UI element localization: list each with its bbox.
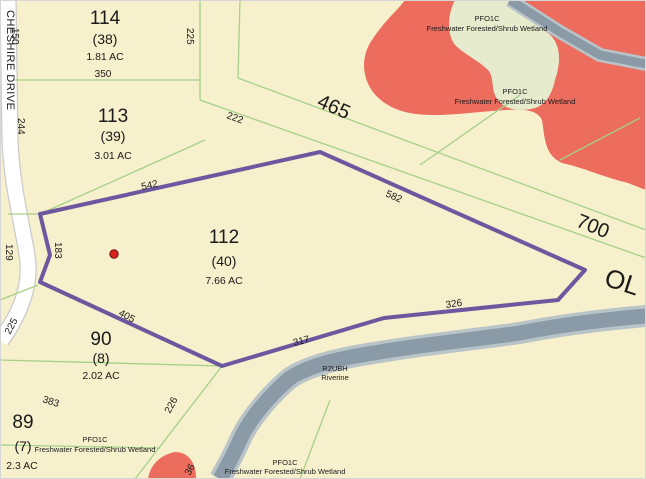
svg-text:Freshwater Forested/Shrub Wetl: Freshwater Forested/Shrub Wetland (427, 24, 548, 33)
svg-text:183: 183 (52, 242, 63, 259)
svg-text:350: 350 (95, 69, 112, 80)
lot-113: 113 (39) 3.01 AC (94, 106, 132, 162)
svg-text:1.81 AC: 1.81 AC (86, 51, 124, 63)
svg-text:PFO1C: PFO1C (502, 87, 528, 96)
svg-text:36: 36 (183, 462, 198, 477)
street-left-edge-b (7, 0, 37, 346)
lot-89: 89 (7) 2.3 AC (6, 412, 38, 472)
svg-text:150: 150 (9, 28, 20, 45)
lot-90: 90 (8) 2.02 AC (82, 329, 120, 382)
street-left-edge-a (0, 0, 21, 328)
svg-text:89: 89 (12, 412, 33, 433)
svg-text:326: 326 (445, 298, 463, 311)
svg-text:129: 129 (3, 244, 14, 261)
svg-text:PFO1C: PFO1C (272, 458, 298, 467)
svg-text:112: 112 (209, 227, 239, 248)
svg-text:Freshwater Forested/Shrub Wetl: Freshwater Forested/Shrub Wetland (35, 445, 156, 454)
lot-114: 114 (38) 1.81 AC (86, 8, 124, 63)
wetland-label-1: PFO1C Freshwater Forested/Shrub Wetland (427, 14, 548, 33)
svg-text:(39): (39) (101, 128, 126, 144)
svg-text:Riverine: Riverine (321, 373, 349, 382)
river-north-core (507, 0, 646, 69)
svg-text:90: 90 (90, 329, 111, 350)
wetland-clearing (449, 0, 560, 110)
subject-parcel-outline (38, 150, 587, 368)
wetland-area-south (148, 452, 196, 479)
svg-text:(7): (7) (14, 438, 31, 454)
street-name-label: CHESHIRE DRIVE (4, 10, 16, 111)
lot-112: 112 (40) 7.66 AC (205, 227, 243, 287)
street-left (0, 0, 37, 346)
svg-text:113: 113 (98, 106, 128, 127)
wetland-label-3: PFO1C Freshwater Forested/Shrub Wetland (35, 435, 156, 454)
svg-text:3.01 AC: 3.01 AC (94, 150, 132, 162)
svg-text:114: 114 (90, 8, 121, 29)
svg-text:225: 225 (184, 28, 195, 45)
wetland-label-4: PFO1C Freshwater Forested/Shrub Wetland (225, 458, 346, 476)
svg-text:542: 542 (140, 179, 159, 193)
svg-text:(38): (38) (93, 31, 118, 47)
svg-text:PFO1C: PFO1C (474, 14, 500, 23)
svg-text:R2UBH: R2UBH (322, 364, 347, 373)
river-south (213, 308, 646, 479)
point-marker (109, 249, 119, 259)
svg-text:2.3 AC: 2.3 AC (6, 460, 38, 472)
svg-text:(40): (40) (212, 253, 237, 269)
riverine-label: R2UBH Riverine (321, 364, 349, 382)
svg-text:2.02 AC: 2.02 AC (82, 370, 120, 382)
svg-text:244: 244 (15, 118, 26, 135)
svg-text:317: 317 (292, 334, 311, 349)
wetland-label-2: PFO1C Freshwater Forested/Shrub Wetland (455, 87, 576, 106)
svg-text:7.66 AC: 7.66 AC (205, 275, 243, 287)
svg-text:PFO1C: PFO1C (82, 435, 108, 444)
svg-text:(8): (8) (92, 350, 109, 366)
svg-text:Freshwater Forested/Shrub Wetl: Freshwater Forested/Shrub Wetland (455, 97, 576, 106)
svg-text:Freshwater Forested/Shrub Wetl: Freshwater Forested/Shrub Wetland (225, 467, 346, 476)
svg-text:383: 383 (41, 394, 61, 410)
